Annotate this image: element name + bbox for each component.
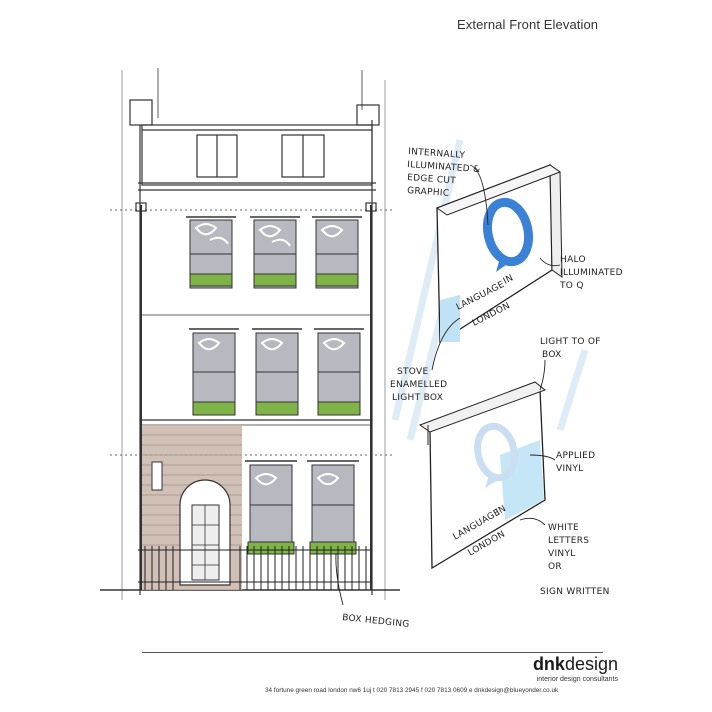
windows-first-floor: [186, 216, 362, 289]
note-light-2: BOX: [542, 350, 562, 360]
note-white-4: OR: [548, 562, 562, 572]
upper-sign-line2: IN: [502, 273, 515, 286]
attic-storey: [141, 124, 373, 186]
page-title: External Front Elevation: [457, 17, 599, 32]
note-applied-1: APPLIED: [556, 451, 595, 461]
lower-sign-line2: IN: [495, 504, 509, 518]
footer-divider: [142, 652, 603, 653]
front-railings: [138, 546, 372, 590]
note-internally-illuminated-3: EDGE CUT: [407, 173, 457, 186]
note-halo-1: HALO: [560, 255, 586, 265]
note-stove-2: ENAMELLED: [390, 380, 447, 390]
note-applied-2: VINYL: [556, 464, 584, 474]
note-stove-1: STOVE: [397, 367, 428, 377]
left-chimney: [129, 99, 153, 126]
brand-bold: dnk: [532, 654, 565, 674]
note-box-hedging: BOX HEDGING: [342, 613, 410, 630]
note-stove-3: LIGHT BOX: [392, 393, 443, 403]
brand-logo: dnkdesign: [533, 654, 618, 675]
note-internally-illuminated-4: GRAPHIC: [407, 186, 450, 199]
note-white-2: LETTERS: [548, 536, 589, 546]
windows-ground-floor: [245, 460, 359, 555]
brand-light: design: [564, 654, 618, 674]
brand-tagline: interior design consultants: [536, 676, 618, 683]
note-light-1: LIGHT TO OF: [540, 337, 601, 347]
note-internally-illuminated-1: INTERNALLY: [408, 147, 466, 161]
ground-floor-render: [142, 425, 242, 590]
note-white-5: SIGN WRITTEN: [540, 587, 610, 597]
note-white-3: VINYL: [548, 549, 576, 559]
sign-box-lower: [418, 381, 547, 570]
note-white-1: WHITE: [548, 523, 579, 533]
sign-box-upper: [435, 164, 563, 344]
note-halo-3: TO Q: [559, 281, 584, 291]
note-halo-2: ILLUMINATED: [560, 268, 623, 278]
contact-address: 34 fortune green road london nw6 1uj t 0…: [265, 687, 559, 694]
windows-second-floor: [189, 328, 364, 416]
right-chimney: [356, 104, 380, 126]
